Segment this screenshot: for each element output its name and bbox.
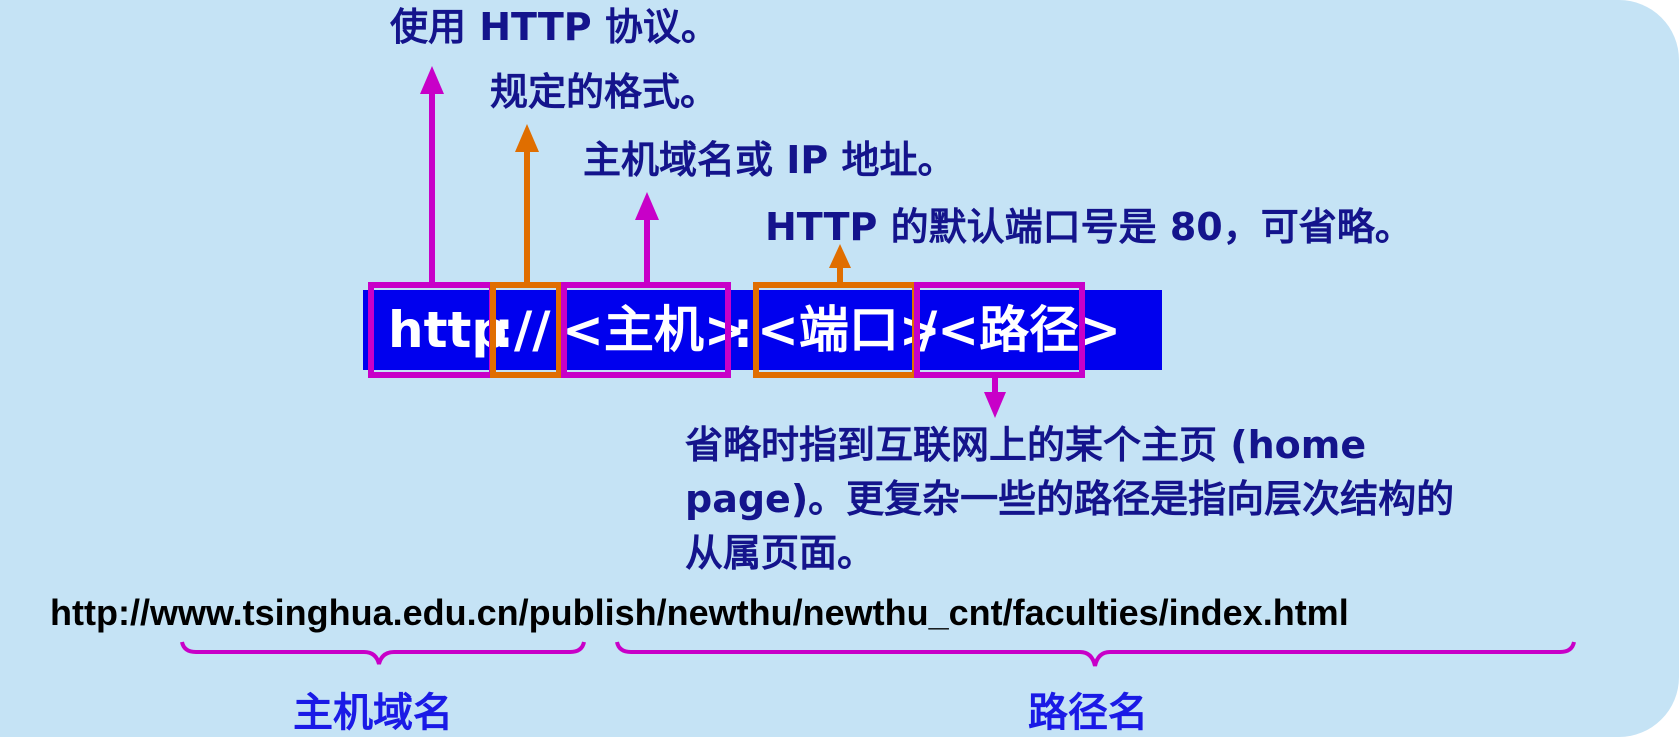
url-colon-segment: : — [733, 301, 753, 359]
example-url: http://www.tsinghua.edu.cn/publish/newth… — [50, 592, 1349, 633]
url-port-segment: <端口> — [757, 301, 941, 359]
separator-annotation: 规定的格式。 — [490, 70, 719, 114]
host-arrow — [635, 192, 659, 282]
port-arrow — [829, 244, 851, 282]
scheme-annotation: 使用 HTTP 协议。 — [390, 5, 719, 49]
host-brace — [180, 641, 586, 665]
path-arrow — [984, 378, 1006, 418]
path-brace — [615, 641, 1576, 667]
separator-arrow — [515, 124, 539, 282]
url-template-bar — [363, 290, 1162, 370]
host-annotation: 主机域名或 IP 地址。 — [583, 138, 956, 182]
path-name-label: 路径名 — [1028, 690, 1148, 736]
url-separator-segment: :// — [494, 301, 551, 359]
path-highlight-box — [914, 282, 1085, 378]
url-path-segment: /<路径> — [919, 301, 1122, 359]
port-annotation: HTTP 的默认端口号是 80，可省略。 — [765, 205, 1413, 249]
url-host-segment: <主机> — [562, 301, 746, 359]
separator-highlight-box — [490, 282, 562, 378]
host-highlight-box — [561, 282, 731, 378]
host-name-label: 主机域名 — [293, 690, 453, 736]
url-scheme-segment: http — [388, 301, 508, 359]
scheme-arrow — [420, 66, 444, 282]
path-annotation: 省略时指到互联网上的某个主页 (home page)。更复杂一些的路径是指向层次… — [685, 423, 1455, 575]
